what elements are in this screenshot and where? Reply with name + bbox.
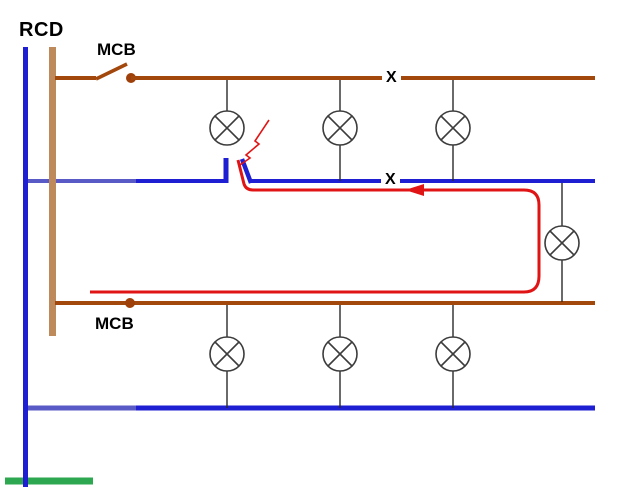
spark-icon bbox=[239, 119, 270, 166]
lamp-icon bbox=[209, 336, 245, 372]
lamp-icon bbox=[209, 110, 245, 146]
fault-current-path bbox=[90, 159, 541, 294]
rcd-label: RCD bbox=[19, 19, 64, 41]
lamp-icon bbox=[544, 225, 580, 261]
line-fault-x-mark: X bbox=[382, 70, 401, 86]
line-bus-vertical bbox=[49, 47, 56, 336]
fault-current-arrow bbox=[405, 184, 424, 196]
mcb-bottom-label: MCB bbox=[95, 314, 134, 333]
mcb-top-label: MCB bbox=[97, 40, 136, 59]
lamp-icon bbox=[435, 336, 471, 372]
lamp-icon bbox=[322, 336, 358, 372]
mcb-top-switch-blade bbox=[95, 62, 128, 81]
mcb-bottom-terminal-dot bbox=[125, 298, 135, 308]
neutral-fault-x-mark: X bbox=[381, 172, 400, 188]
lamp-icon bbox=[322, 110, 358, 146]
lamp-icon bbox=[435, 110, 471, 146]
